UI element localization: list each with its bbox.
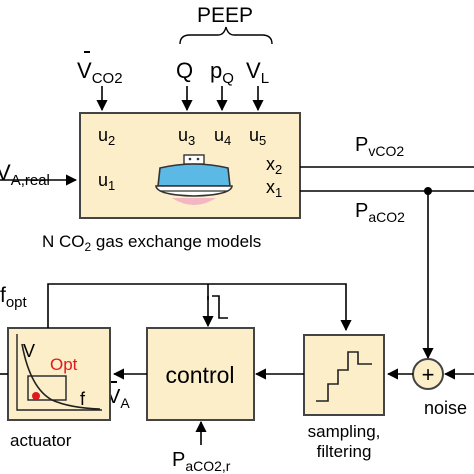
model-block-caption: N CO2 gas exchange models — [42, 232, 261, 254]
paco2-label: PaCO2 — [355, 200, 405, 225]
port-x2: x2 — [266, 154, 282, 177]
actuator-v-label: V — [23, 341, 35, 361]
control-label: control — [165, 362, 234, 388]
fopt-label: fopt — [0, 284, 28, 311]
port-u4: u4 — [214, 125, 231, 148]
sum-node-symbol: + — [422, 362, 435, 387]
paco2-reference-label: PaCO2,r — [172, 449, 231, 474]
actuator-axes — [16, 334, 102, 411]
port-u1: u1 — [98, 170, 115, 193]
pq-input-label: pQ — [210, 58, 234, 87]
vco2-input-label: VCO2 — [77, 58, 123, 87]
actuator-opt-window — [27, 375, 67, 401]
port-u2: u2 — [98, 125, 115, 148]
staircase-icon — [316, 351, 372, 402]
vl-input-label: VL — [246, 58, 269, 87]
actuator-f-label: f — [80, 389, 86, 409]
pvco2-label: PvCO2 — [355, 134, 404, 159]
port-u5: u5 — [249, 125, 266, 148]
sampling-label-line1: sampling, — [308, 422, 381, 441]
q-input-label: Q — [176, 58, 193, 83]
sample-switch-icon — [202, 284, 228, 328]
fopt-feedback-line — [47, 283, 352, 332]
port-u3: u3 — [178, 125, 195, 148]
actuator-opt-point — [32, 392, 40, 400]
sampling-filtering-block — [303, 334, 385, 416]
alveolus-icon — [155, 154, 233, 205]
peep-brace — [179, 26, 273, 45]
sampling-label-line2: filtering — [317, 442, 372, 461]
actuator-caption: actuator — [10, 431, 72, 450]
port-x1: x1 — [266, 177, 282, 200]
va-real-label: VA,real — [0, 160, 50, 189]
noise-label: noise — [424, 398, 467, 418]
peep-label: PEEP — [197, 4, 253, 27]
actuator-opt-label: Opt — [50, 355, 78, 374]
control-block — [146, 327, 255, 421]
